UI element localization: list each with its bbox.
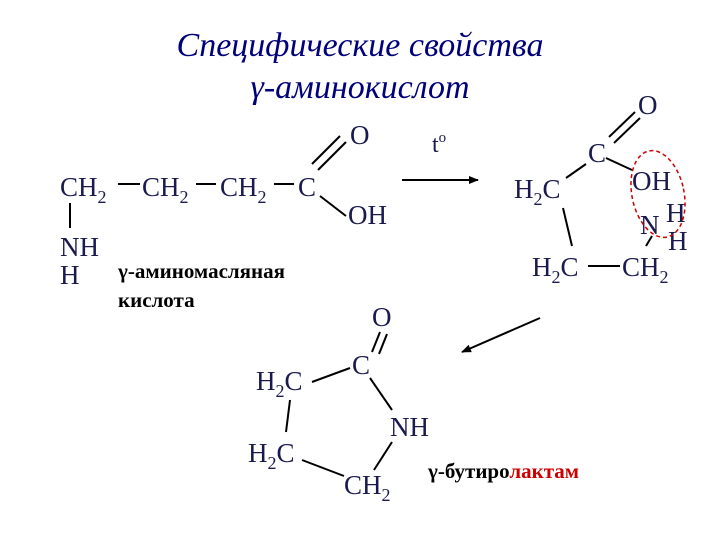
reactant-double-bond-b <box>311 135 341 165</box>
product-double-bond-b <box>378 333 388 355</box>
water-elimination-highlight <box>630 149 686 239</box>
reactant-name-line-2: кислота <box>118 288 195 312</box>
product-bond-left <box>285 399 291 433</box>
reactant-structure: CH2 CH2 CH2 C O OH NH H <box>60 120 387 290</box>
reactant-amine-h: H <box>60 260 80 290</box>
product-bond-ch2-nh <box>373 441 393 471</box>
product-arrow <box>461 317 541 353</box>
intermediate-bond-n <box>645 235 653 247</box>
product-name: γ-бутиролактам <box>427 459 579 483</box>
intermediate-hydroxyl: OH <box>632 166 671 196</box>
intermediate-oxygen: O <box>638 90 658 120</box>
product-nh: NH <box>390 412 429 442</box>
product-h2c-top: H2C <box>256 366 303 401</box>
product-oxygen: O <box>372 302 392 332</box>
reactant-name-line-1: γ-аминомасляная <box>117 259 285 283</box>
intermediate-structure: O C OH H2C H2C CH2 N H H <box>514 90 688 287</box>
intermediate-h-lower: H <box>668 226 688 256</box>
product-bond-bottom-left <box>301 459 345 477</box>
intermediate-h-upper: H <box>666 198 686 228</box>
intermediate-carbon: C <box>588 138 606 168</box>
heat-condition: to <box>432 130 446 158</box>
product-bond-c-nh <box>369 377 393 411</box>
product-bond-c-ch2 <box>311 367 351 383</box>
intermediate-h2c-top: H2C <box>514 174 561 209</box>
reactant-double-bond-a <box>317 141 347 171</box>
intermediate-bond-c-oh <box>605 157 633 171</box>
intermediate-bond-left <box>562 207 573 247</box>
product-double-bond-a <box>371 331 381 353</box>
title-line-1: Специфические свойства <box>177 27 544 64</box>
intermediate-h2c-bottom: H2C <box>532 252 579 287</box>
reactant-ch2-1: CH2 <box>60 172 107 207</box>
reactant-ch2-2: CH2 <box>142 172 189 207</box>
intermediate-double-bond-b <box>608 111 636 138</box>
product-carbon: C <box>352 350 370 380</box>
product-structure: O C H2C H2C CH2 NH <box>248 302 429 505</box>
product-h2c-bottom: H2C <box>248 438 295 473</box>
reactant-hydroxyl: OH <box>348 200 387 230</box>
intermediate-double-bond-a <box>613 117 641 144</box>
intermediate-ch2: CH2 <box>622 252 669 287</box>
reactant-carbon: C <box>298 172 316 202</box>
reactant-ch2-3: CH2 <box>220 172 267 207</box>
intermediate-bond-c-ch2 <box>565 163 587 179</box>
product-ch2: CH2 <box>344 470 391 505</box>
reactant-oxygen: O <box>350 120 370 150</box>
title-line-2: γ-аминокислот <box>250 69 469 106</box>
intermediate-nitrogen: N <box>640 210 660 240</box>
reactant-bond-oh <box>319 195 347 217</box>
reactant-amine-nh: NH <box>60 232 99 262</box>
